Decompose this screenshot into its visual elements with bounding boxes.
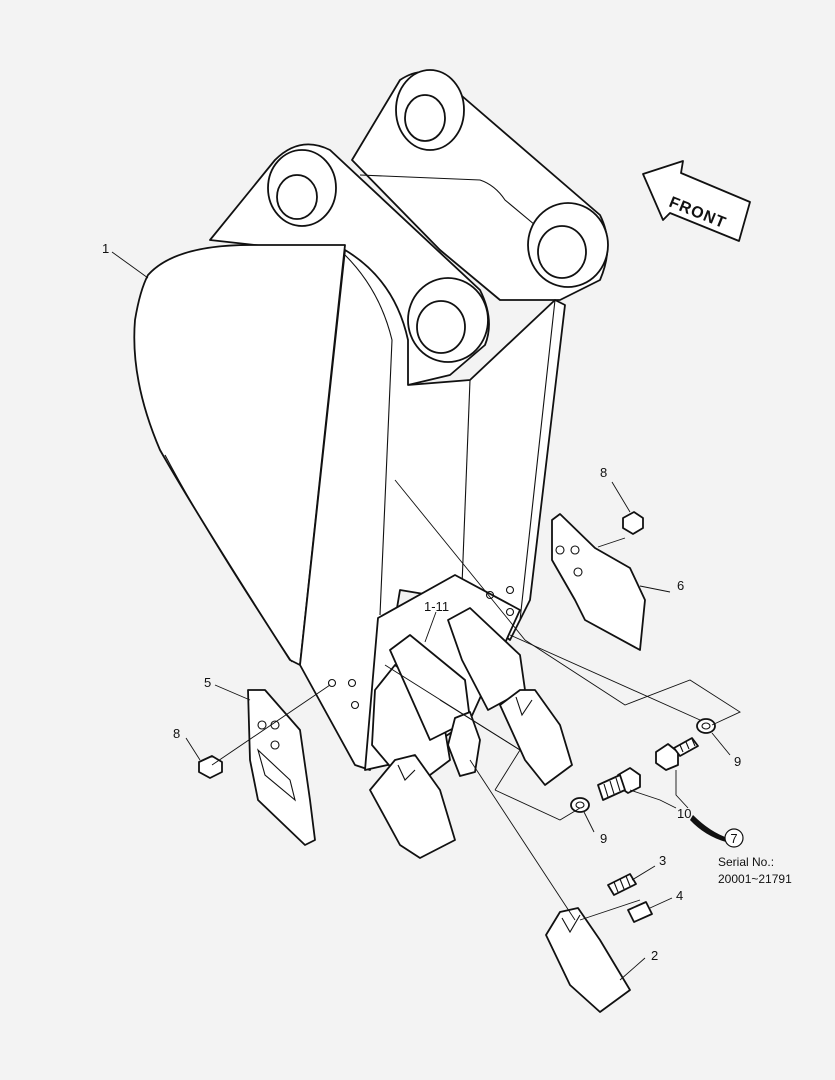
side-cutter-right <box>551 513 646 651</box>
callout-5: 5 <box>204 675 211 690</box>
washer <box>696 718 716 734</box>
callout-10: 10 <box>677 806 691 821</box>
pin-boss <box>527 202 609 288</box>
washer <box>570 797 590 813</box>
callout-9-left: 9 <box>600 831 607 846</box>
pin-lock <box>627 901 653 923</box>
pin-boss <box>407 277 489 363</box>
pin-boss <box>395 69 465 151</box>
tooth-pin <box>607 873 637 896</box>
nut <box>198 755 223 779</box>
callout-6: 6 <box>677 578 684 593</box>
callout-8-left: 8 <box>173 726 180 741</box>
nut <box>622 511 644 535</box>
bucket-body <box>133 69 609 791</box>
front-arrow: FRONT <box>642 160 751 242</box>
serial-label: Serial No.: <box>718 855 774 869</box>
pin-boss <box>267 149 337 227</box>
bolt <box>655 737 699 771</box>
bucket-tooth <box>545 907 631 1013</box>
tooth <box>447 711 481 777</box>
side-cutter-left <box>247 689 316 846</box>
tooth <box>369 754 456 859</box>
reference-circle-number: 7 <box>730 831 737 846</box>
callout-3: 3 <box>659 853 666 868</box>
callout-9-right: 9 <box>734 754 741 769</box>
callout-2: 2 <box>651 948 658 963</box>
reference-circle <box>724 828 744 848</box>
leader-lines <box>111 251 741 981</box>
callout-1-11: 1-11 <box>424 599 449 614</box>
callout-4: 4 <box>676 888 683 903</box>
tooth <box>499 689 573 786</box>
callout-1: 1 <box>102 241 109 256</box>
reference-arrow: 7 <box>690 815 744 848</box>
serial-range: 20001~21791 <box>718 872 792 886</box>
callout-8-right: 8 <box>600 465 607 480</box>
bolt <box>597 767 641 801</box>
